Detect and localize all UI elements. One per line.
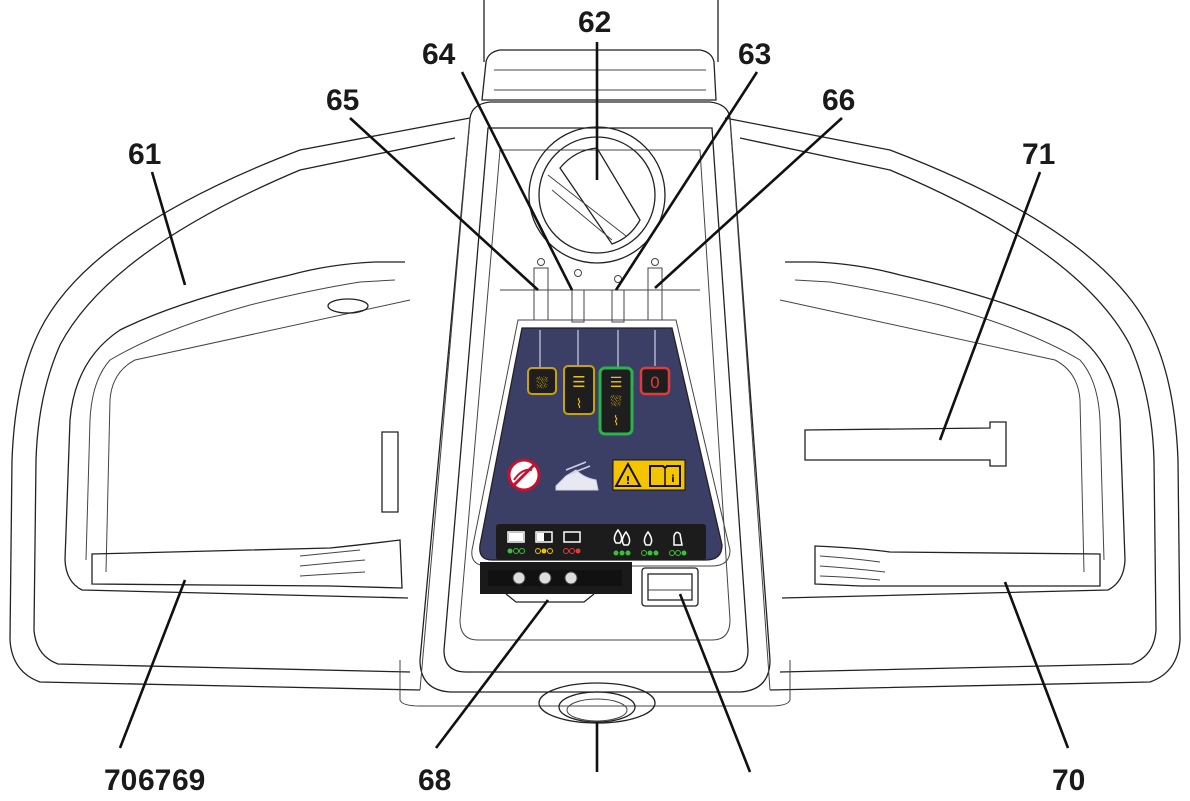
callout-70-right: 70: [1052, 764, 1086, 797]
svg-text:!: !: [625, 474, 630, 487]
scrub-vacuum-button[interactable]: ☰ ⛆ ⌇: [598, 366, 634, 436]
callout-66: 66: [822, 84, 856, 117]
callout-64: 64: [422, 38, 456, 71]
water-drop-icon: [613, 528, 653, 546]
leader-lines: [118, 42, 1070, 773]
right-handle: [724, 117, 1181, 691]
callout-65: 65: [326, 84, 360, 117]
brush-icon: ⛆: [536, 374, 548, 392]
svg-text:⛆: ⛆: [610, 394, 621, 410]
vacuum-brush-icon: ☰: [572, 373, 585, 391]
stop-button[interactable]: 0: [639, 366, 671, 396]
warning-icon: [614, 461, 642, 487]
hand-scrub-icon: [555, 461, 599, 491]
indicator-leds: [500, 258, 700, 323]
battery-icon: [507, 531, 581, 543]
scrub-vacuum-icon: ☰: [610, 375, 623, 391]
round-button[interactable]: [538, 682, 656, 724]
svg-text:⌇: ⌇: [613, 414, 619, 429]
console-body: ⛆ ☰ ⌇ ☰ ⛆ ⌇ 0 !: [399, 101, 791, 724]
steering-column: [481, 0, 719, 101]
callout-68: 68: [418, 764, 452, 797]
callout-67: 67: [138, 764, 172, 797]
svg-text:⌇: ⌇: [576, 397, 582, 412]
status-strip: [496, 524, 706, 560]
callout-61: 61: [128, 138, 162, 171]
no-hose-icon: [507, 458, 541, 492]
brush-button[interactable]: ⛆: [527, 367, 557, 395]
key-switch[interactable]: [641, 567, 699, 607]
callout-62: 62: [578, 6, 612, 39]
vacuum-brush-button[interactable]: ☰ ⌇: [563, 365, 595, 415]
callout-70-left: 70: [104, 764, 138, 797]
left-handle: [9, 117, 471, 691]
detergent-icon: [673, 531, 683, 546]
callout-69: 69: [172, 764, 206, 797]
display-panel: [480, 562, 632, 603]
callout-71: 71: [1022, 138, 1056, 171]
svg-text:i: i: [671, 474, 674, 485]
warning-label: ! i: [612, 459, 686, 491]
stop-icon: 0: [650, 373, 660, 392]
callout-63: 63: [738, 38, 772, 71]
